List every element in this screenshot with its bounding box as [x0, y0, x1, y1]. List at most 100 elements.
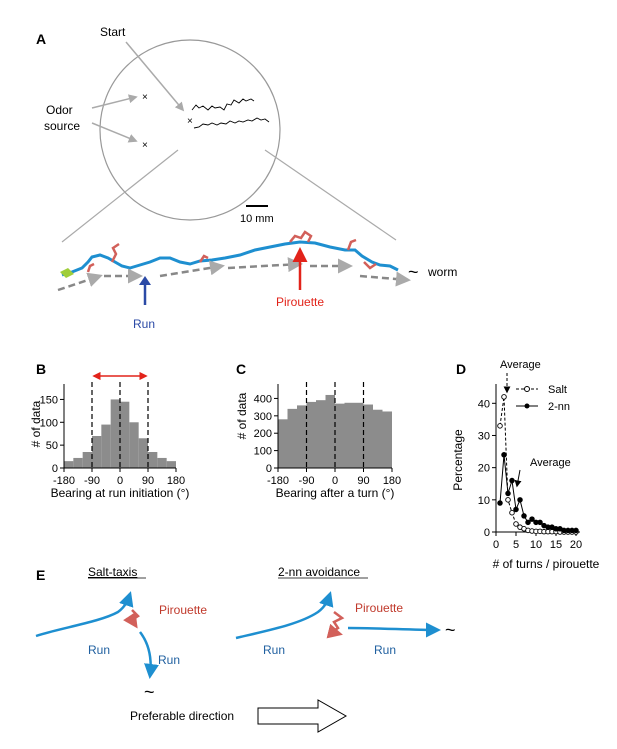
series-point-0 — [505, 497, 511, 503]
average-arrow-2nn — [514, 469, 522, 488]
worm-track-1 — [191, 98, 255, 111]
average-label-2nn: Average — [530, 457, 571, 469]
preferable-direction-label: Preferable direction — [130, 709, 234, 723]
series-point-0 — [513, 521, 519, 527]
x-tick-label: -180 — [267, 475, 289, 487]
y-tick-label: 30 — [478, 430, 490, 442]
x-tick-label: -180 — [53, 475, 75, 487]
bar — [354, 402, 364, 468]
bar — [287, 408, 297, 468]
x-tick-label: 90 — [357, 475, 369, 487]
nn-run-out — [347, 622, 441, 638]
pirouette-label: Pirouette — [276, 295, 324, 309]
panel-label-a: A — [36, 31, 46, 47]
odor-source-marker-1: × — [142, 92, 148, 103]
bar — [82, 452, 92, 468]
bar — [148, 452, 158, 468]
odor-arrow-1 — [91, 94, 138, 109]
salt-run-label-1: Run — [88, 643, 110, 657]
y-tick-label: 150 — [40, 394, 58, 406]
x-tick-label: -90 — [299, 475, 315, 487]
legend-marker-salt — [524, 386, 530, 392]
nn-run-label-1: Run — [263, 643, 285, 657]
series-point-1 — [509, 477, 515, 484]
worm-label: worm — [427, 265, 457, 279]
run-label: Run — [133, 317, 155, 331]
series-point-1 — [517, 497, 523, 503]
y-tick-label: 20 — [478, 463, 490, 475]
bar — [344, 402, 354, 468]
series-point-0 — [501, 394, 507, 400]
bar — [110, 399, 120, 468]
bar — [373, 409, 383, 468]
panel-a: A Start Odor source × × × 10 mm — [36, 25, 457, 331]
bar — [120, 401, 130, 468]
series-point-1 — [525, 519, 531, 526]
odor-label-1: Odor — [46, 103, 73, 117]
x-tick-label: 0 — [332, 475, 338, 487]
legend-label-salt: Salt — [548, 384, 567, 396]
panel-label-e: E — [36, 567, 45, 583]
x-tick-label: 0 — [493, 539, 499, 551]
y-tick-label: 50 — [46, 440, 58, 452]
worm-start-blob — [60, 268, 74, 278]
series-point-0 — [509, 509, 515, 516]
chart-b-ylabel: # of data — [29, 400, 43, 447]
y-tick-label: 10 — [478, 495, 490, 507]
panel-label-d: D — [456, 361, 466, 377]
salt-run-out — [138, 631, 159, 679]
panel-label-b: B — [36, 361, 46, 377]
bar — [278, 419, 288, 468]
y-tick-label: 100 — [40, 417, 58, 429]
legend-marker-2nn — [524, 403, 530, 409]
chart-c-xlabel: Bearing after a turn (°) — [276, 486, 395, 500]
bar — [157, 457, 167, 468]
y-tick-label: 400 — [254, 393, 272, 405]
series-point-0 — [497, 423, 503, 429]
nn-pirouette-label: Pirouette — [355, 601, 403, 615]
x-tick-label: 20 — [570, 539, 582, 551]
chart-d-ylabel: Percentage — [451, 429, 465, 491]
series-point-1 — [529, 516, 535, 522]
x-tick-label: -90 — [84, 475, 100, 487]
odor-label-2: source — [44, 119, 80, 133]
worm-glyph: ~ — [408, 262, 419, 282]
legend-label-2nn: 2-nn — [548, 401, 570, 413]
series-point-1 — [513, 506, 519, 513]
zoom-line-left — [61, 149, 179, 243]
series-point-1 — [501, 452, 507, 458]
start-marker: × — [187, 116, 193, 127]
bar — [325, 394, 335, 468]
y-tick-label: 100 — [254, 446, 272, 458]
scale-bar-label: 10 mm — [240, 213, 274, 225]
odor-arrow-2 — [91, 122, 138, 143]
x-tick-label: 90 — [142, 475, 154, 487]
panel-label-c: C — [236, 361, 246, 377]
bar — [138, 438, 148, 468]
salt-run-in — [35, 591, 134, 638]
bar — [335, 403, 345, 468]
bar — [73, 457, 83, 468]
bar — [297, 405, 307, 468]
x-tick-label: 180 — [167, 475, 185, 487]
x-tick-label: 180 — [383, 475, 401, 487]
salt-taxis-title: Salt-taxis — [88, 565, 137, 579]
y-tick-label: 0 — [266, 463, 272, 475]
preferable-direction-arrow — [257, 699, 348, 733]
arena-circle — [99, 39, 281, 221]
chart-c-ylabel: # of data — [235, 392, 249, 439]
start-arrow — [125, 41, 185, 112]
series-point-1 — [497, 500, 503, 506]
bar — [382, 411, 392, 468]
worm-track-2 — [193, 117, 270, 129]
bar — [306, 401, 316, 468]
x-tick-label: 15 — [550, 539, 562, 551]
salt-pirouette-path — [123, 609, 140, 629]
x-tick-label: 10 — [530, 539, 542, 551]
y-tick-label: 0 — [484, 527, 490, 539]
